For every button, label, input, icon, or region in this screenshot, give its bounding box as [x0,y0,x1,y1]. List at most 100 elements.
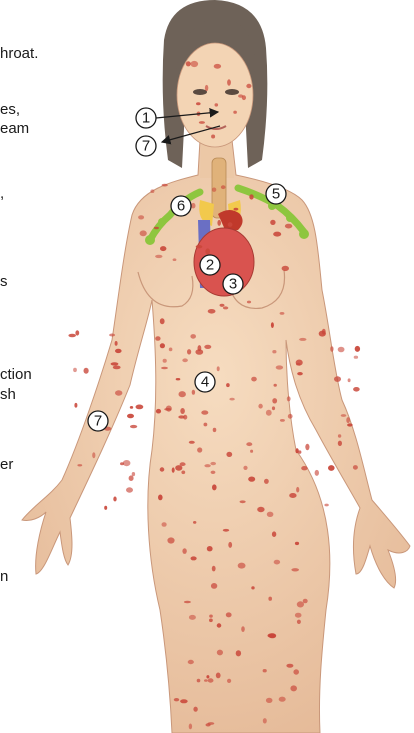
rash-spot [240,500,246,503]
rash-spot [201,410,208,414]
rash-spot [187,349,191,354]
rash-spot [341,414,347,417]
rash-spot [353,387,360,392]
rash-spot [276,365,283,369]
callout-5: 5 [266,184,286,204]
rash-spot [115,341,118,346]
rash-spot [160,467,165,471]
svg-text:7: 7 [94,413,102,430]
callout-4: 4 [195,372,215,392]
svg-text:7: 7 [142,138,150,155]
rash-spot [243,466,247,470]
rash-spot [127,414,134,419]
rash-spot [162,184,168,187]
rash-spot [73,368,77,372]
rash-spot [192,390,195,395]
callout-7-arm: 7 [88,411,108,431]
rash-spot [324,504,328,507]
rash-spot [266,410,272,416]
rash-spot [109,334,115,337]
rash-spot [174,698,179,701]
rash-spot [68,334,76,337]
rash-spot [160,246,166,251]
rash-spot [204,679,208,682]
rash-spot [212,188,216,192]
rash-spot [272,531,276,537]
rash-spot [189,441,195,444]
rash-spot [221,185,226,189]
rash-spot [272,350,276,353]
rash-spot [348,378,351,382]
svg-text:3: 3 [229,276,237,293]
rash-spot [204,464,210,467]
rash-spot [162,522,167,527]
rash-spot [129,475,134,481]
rash-spot [257,507,264,512]
rash-spot [273,232,281,237]
rash-spot [263,669,267,672]
rash-spot [163,359,167,363]
rash-spot [263,718,267,723]
rash-spot [226,452,232,457]
rash-spot [229,398,234,401]
rash-spot [184,601,191,603]
rash-spot [180,699,188,703]
rash-spot [249,194,253,199]
rash-spot [272,406,275,410]
rash-spot [113,497,116,502]
rash-spot [160,343,165,348]
rash-spot [223,306,228,309]
rash-spot [315,470,319,476]
rash-spot [204,345,211,349]
rash-spot [115,390,122,395]
lymph-node [158,218,166,226]
rash-spot [210,462,216,465]
rash-spot [188,660,194,664]
rash-spot [74,403,77,408]
rash-spot [274,384,277,387]
rash-spot [189,615,196,620]
rash-spot [113,366,121,370]
rash-spot [204,423,208,427]
rash-spot [334,376,341,382]
rash-spot [286,664,293,668]
rash-spot [217,366,220,371]
rash-spot [208,678,214,682]
rash-spot [347,423,353,426]
rash-spot [217,623,222,627]
rash-spot [280,312,285,315]
rash-spot [196,102,201,105]
rash-spot [228,222,233,227]
rash-spot [111,362,119,365]
rash-spot [167,537,174,543]
rash-spot [296,360,303,366]
callout-3: 3 [223,274,243,294]
rash-spot [217,650,223,656]
rash-spot [299,338,306,341]
rash-spot [338,441,342,446]
rash-spot [297,372,303,375]
rash-spot [353,465,358,470]
rash-spot [282,266,289,271]
rash-spot [301,466,307,470]
rash-spot [226,383,230,387]
rash-spot [268,633,276,637]
rash-spot [247,301,251,304]
rash-spot [196,245,203,248]
rash-spot [236,650,241,656]
rash-spot [212,566,216,572]
rash-spot [191,203,195,209]
rash-spot [241,626,245,632]
rash-spot [293,669,299,674]
svg-text:1: 1 [142,110,150,127]
rash-spot [303,599,308,604]
rash-spot [160,318,165,324]
rash-spot [193,521,196,524]
rash-spot [271,322,274,328]
rash-spot [238,563,246,569]
rash-spot [191,61,199,67]
rash-spot [228,542,232,548]
rash-spot [178,415,184,418]
rash-spot [155,336,160,341]
rash-spot [211,471,216,474]
